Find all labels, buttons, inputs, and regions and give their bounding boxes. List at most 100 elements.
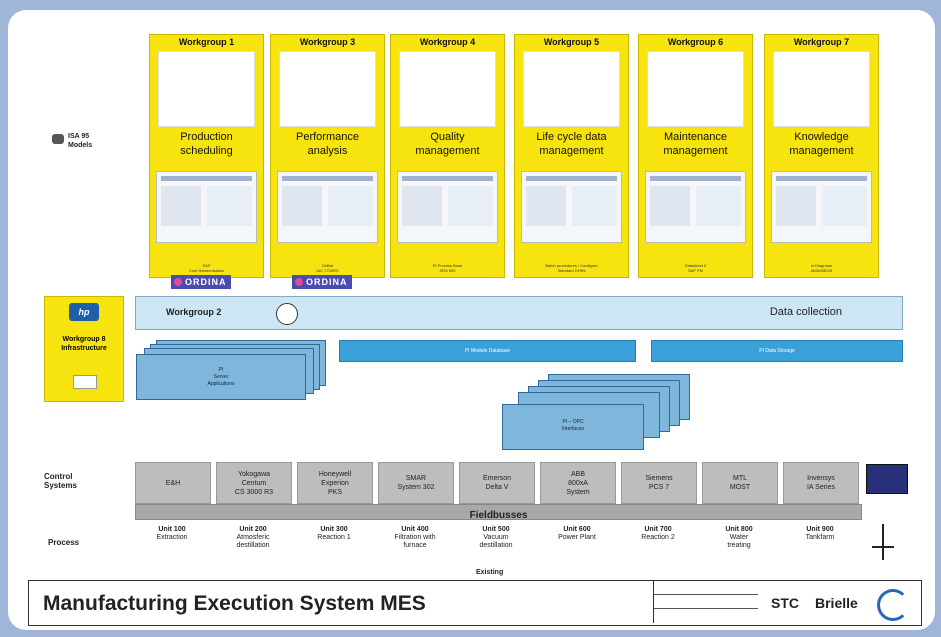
workgroup-name: Life cycle data management [536,131,607,157]
fieldbusses-label: Fieldbusses [469,510,528,521]
footer-title: Manufacturing Execution System MES [43,592,426,615]
brielle-label: Brielle [815,595,858,611]
ordina-logo-2: ORDINA [292,275,352,289]
revision-table [653,581,758,623]
unit-name: Power Plant [558,534,596,541]
data-collection-bar: Workgroup 2 Data collection [135,296,903,330]
workgroup-screenshot [277,171,378,243]
workgroup-title: Workgroup 3 [299,37,356,47]
pi-circle-icon [276,303,298,325]
workgroup-name: Production scheduling [180,131,233,157]
data-collection-label: Data collection [769,306,842,318]
workgroup-title: Workgroup 5 [543,37,600,47]
unit-name: Vacuum destillation [479,534,513,549]
workgroup-footer: SAP Core Harmonisation [188,263,225,273]
unit-name: Reaction 1 [317,534,351,541]
unit-id: Unit 300 [320,526,348,533]
pi-data-storage-bar: PI Data Storage [651,340,903,362]
unit-id: Unit 900 [806,526,834,533]
workgroup-footer: in Diagnose AMS/MEOS [810,263,833,273]
unit-name: Tankfarm [805,534,835,541]
unit-id: Unit 500 [482,526,510,533]
control-system-box: Emerson Delta V [459,462,535,504]
unit-id: Unit 700 [644,526,672,533]
control-system-box: Honeywell Experion PKS [297,462,373,504]
workgroup-name: Quality management [415,131,480,157]
workgroup-footer: PI Process Book SRS 600 [432,263,463,273]
small-logo [73,375,97,389]
control-system-box: SMAR System 302 [378,462,454,504]
unit-id: Unit 400 [401,526,429,533]
invensys-foxboro-box [866,464,908,494]
infrastructure-label: Workgroup 8 Infrastructure [61,336,107,352]
unit-id: Unit 100 [158,526,186,533]
workgroup-title: Workgroup 6 [667,37,724,47]
pi-opc-label: PI – OPC Interfaces [562,419,584,432]
workgroup-screenshot [521,171,622,243]
unit-id: Unit 800 [725,526,753,533]
fieldbus-legend-text [866,496,906,518]
stc-label: STC [771,595,799,611]
unit-name: Extraction [156,534,188,541]
control-system-box: E&H [135,462,211,504]
antenna-icon [882,524,884,560]
workgroup-illustration [773,51,870,127]
hp-logo: hp [69,303,99,321]
unit-id: Unit 600 [563,526,591,533]
pi-module-database-bar: PI Module Database [339,340,636,362]
infrastructure-box: hp Workgroup 8 Infrastructure [44,296,124,402]
workgroup-name: Performance analysis [296,131,359,157]
existing-label: Existing [476,569,504,576]
workgroup-illustration [399,51,496,127]
unit-name: Water treating [727,534,751,549]
diagram-card: ISA 95 Models Workgroup 1 Production sche… [8,10,935,630]
workgroup-card: Workgroup 7 Knowledge management in Diagno… [764,34,879,278]
stc-logo-icon [877,589,909,621]
footer-bar: Manufacturing Execution System MES STC B… [28,580,922,626]
control-system-box: MTL MOST [702,462,778,504]
workgroup-2-label: Workgroup 2 [166,307,222,317]
pi-server-applications: PI Server Applications [136,354,306,400]
workgroup-illustration [523,51,620,127]
workgroup-name: Maintenance management [663,131,728,157]
isa-models-label: ISA 95 Models [68,133,93,149]
workgroup-illustration [158,51,255,127]
workgroup-title: Workgroup 4 [419,37,476,47]
unit-name: Atmosferic destillation [236,534,270,549]
workgroup-screenshot [156,171,257,243]
control-systems-label: Control Systems [44,472,77,490]
process-label: Process [48,538,80,547]
control-system-box: Yokogawa Centum CS 3000 R3 [216,462,292,504]
workgroup-title: Workgroup 7 [793,37,850,47]
workgroup-illustration [647,51,744,127]
workgroup-footer: OnBar IAC 7700RS [316,263,339,273]
unit-name: Reaction 2 [641,534,675,541]
ordina-logo-1: ORDINA [171,275,231,289]
fieldbusses-bar: Fieldbusses [135,504,862,521]
unit-name: Filtration with furnace [394,534,436,549]
control-system-box: ABB 800xA System [540,462,616,504]
workgroup-screenshot [645,171,746,243]
workgroup-illustration [279,51,376,127]
workgroup-screenshot [771,171,872,243]
workgroup-screenshot [397,171,498,243]
workgroup-title: Workgroup 1 [178,37,235,47]
unit-id: Unit 200 [239,526,267,533]
workgroup-footer: Datasheet II SAP PM [684,263,707,273]
pi-opc-interfaces: PI – OPC Interfaces [502,404,644,450]
workgroup-name: Knowledge management [789,131,854,157]
control-system-box: Siemens PCS 7 [621,462,697,504]
